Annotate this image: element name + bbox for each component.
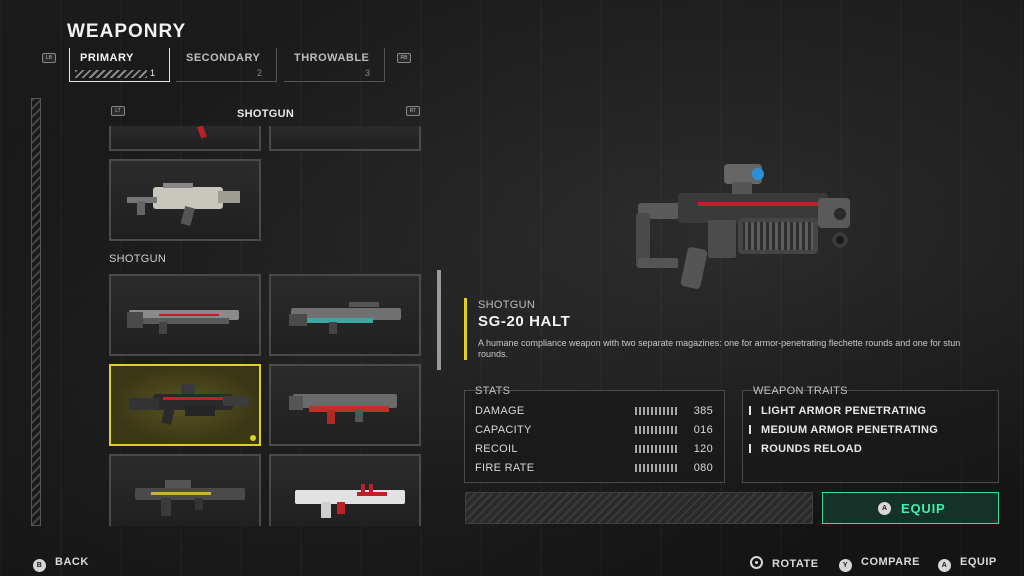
stat-value: 385: [693, 405, 713, 417]
stat-row-recoil: RECOIL 120: [475, 443, 713, 457]
tab-secondary-number: 2: [256, 68, 262, 78]
weapon-card[interactable]: [109, 159, 261, 241]
trait-label: ROUNDS RELOAD: [761, 443, 863, 455]
tab-throwable-label: THROWABLE: [294, 52, 370, 64]
category-header: SHOTGUN: [237, 108, 295, 120]
right-stick-icon: [750, 556, 763, 569]
rb-bumper-icon: RB: [397, 53, 411, 63]
a-button-icon: A: [938, 559, 951, 572]
compare-label: COMPARE: [861, 556, 920, 568]
tab-secondary-label: SECONDARY: [186, 52, 261, 64]
trait-item: LIGHT ARMOR PENETRATING: [749, 405, 926, 417]
tab-throwable-number: 3: [364, 68, 370, 78]
lt-trigger-icon: LT: [111, 106, 125, 116]
weapon-description: A humane compliance weapon with two sepa…: [478, 338, 961, 359]
stat-bar: [635, 407, 679, 415]
stat-name: DAMAGE: [475, 405, 525, 417]
traits-title: WEAPON TRAITS: [753, 385, 848, 397]
stat-row-damage: DAMAGE 385: [475, 405, 713, 419]
tab-throwable[interactable]: THROWABLE 3: [284, 48, 385, 82]
stat-bar: [635, 445, 679, 453]
trait-item: ROUNDS RELOAD: [749, 443, 862, 455]
trait-item: MEDIUM ARMOR PENETRATING: [749, 424, 938, 436]
weapon-name: SG-20 HALT: [478, 313, 571, 330]
stat-name: FIRE RATE: [475, 462, 535, 474]
stats-title: STATS: [475, 385, 511, 397]
weapon-card[interactable]: [109, 274, 261, 356]
stat-name: RECOIL: [475, 443, 518, 455]
weapon-card[interactable]: [109, 126, 261, 151]
compare-hint[interactable]: Y COMPARE: [839, 556, 920, 572]
tab-primary[interactable]: PRIMARY 1: [69, 48, 170, 82]
page-title: WEAPONRY: [67, 21, 187, 42]
equip-button-label: EQUIP: [901, 501, 946, 516]
weapon-card[interactable]: [269, 454, 421, 526]
weapon-card-selected[interactable]: [109, 364, 261, 446]
weapon-card[interactable]: [269, 126, 421, 151]
weapon-card[interactable]: [109, 454, 261, 526]
back-hint[interactable]: B BACK: [33, 556, 89, 572]
stat-value: 016: [693, 424, 713, 436]
striped-bar: [465, 492, 813, 524]
stat-name: CAPACITY: [475, 424, 532, 436]
lb-bumper-icon: LB: [42, 53, 56, 63]
weapon-type: SHOTGUN: [478, 299, 536, 311]
stat-row-fire-rate: FIRE RATE 080: [475, 462, 713, 476]
stats-panel: STATS DAMAGE 385 CAPACITY 016 RECOIL 120…: [464, 385, 725, 483]
selected-indicator: [250, 435, 256, 441]
equip-button[interactable]: A EQUIP: [822, 492, 999, 524]
rt-trigger-icon: RT: [406, 106, 420, 116]
stat-row-capacity: CAPACITY 016: [475, 424, 713, 438]
section-label: SHOTGUN: [109, 253, 167, 265]
rotate-label: ROTATE: [772, 558, 819, 570]
stat-bar: [635, 464, 679, 472]
stat-value: 080: [693, 462, 713, 474]
tab-active-stripes: [75, 70, 147, 78]
weapon-card[interactable]: [269, 364, 421, 446]
weapon-card[interactable]: [269, 274, 421, 356]
trait-label: MEDIUM ARMOR PENETRATING: [761, 424, 939, 436]
tab-primary-label: PRIMARY: [80, 52, 134, 64]
panel-divider: [437, 270, 441, 370]
a-button-icon: A: [878, 502, 891, 515]
stat-value: 120: [693, 443, 713, 455]
list-scrollbar[interactable]: [31, 98, 41, 526]
rotate-hint[interactable]: ROTATE: [750, 556, 819, 570]
equip-label: EQUIP: [960, 556, 997, 568]
stat-bar: [635, 426, 679, 434]
trait-label: LIGHT ARMOR PENETRATING: [761, 405, 927, 417]
back-label: BACK: [55, 556, 89, 568]
tab-secondary[interactable]: SECONDARY 2: [176, 48, 277, 82]
traits-panel: WEAPON TRAITS LIGHT ARMOR PENETRATING ME…: [742, 385, 999, 483]
weapon-preview-image: [636, 164, 850, 289]
equip-hint[interactable]: A EQUIP: [938, 556, 997, 572]
b-button-icon: B: [33, 559, 46, 572]
tab-primary-number: 1: [149, 68, 155, 78]
info-accent-bar: [464, 298, 467, 360]
y-button-icon: Y: [839, 559, 852, 572]
